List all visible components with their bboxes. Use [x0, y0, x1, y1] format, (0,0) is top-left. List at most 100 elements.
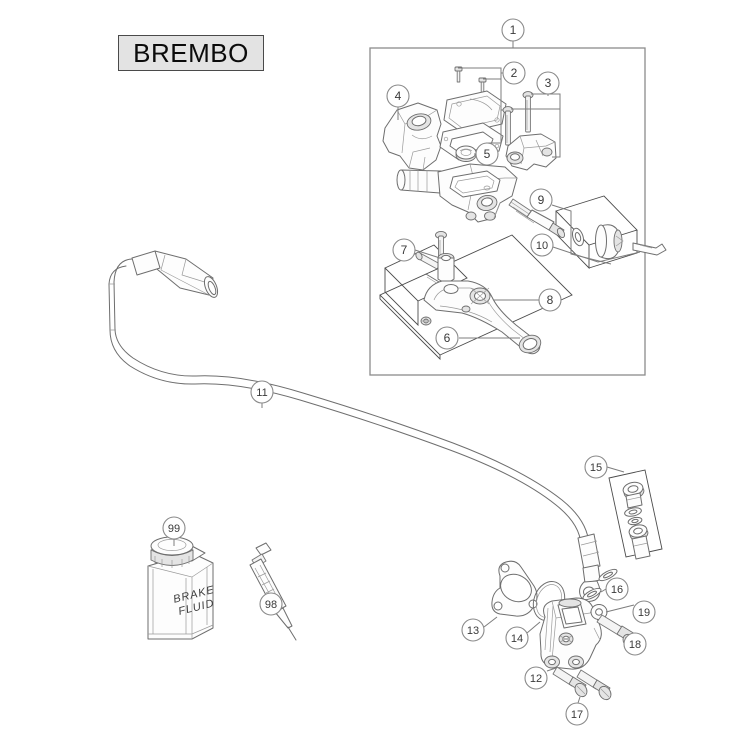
mount-bolt-a [552, 666, 588, 698]
callout-label-19: 19 [638, 607, 650, 619]
callout-10[interactable]: 10 [530, 233, 554, 257]
reservoir-cover [443, 90, 507, 134]
callout-11[interactable]: 11 [250, 380, 274, 404]
callout-6[interactable]: 6 [435, 326, 459, 350]
callout-circle-12[interactable] [524, 666, 548, 690]
handlebar-clamp [505, 133, 557, 171]
callout-label-17: 17 [571, 709, 583, 721]
callout-label-2: 2 [511, 66, 518, 80]
callout-1[interactable]: 1 [501, 18, 525, 42]
banjo-bolt-kit [608, 469, 663, 560]
callout-circle-18[interactable] [623, 632, 647, 656]
callout-3[interactable]: 3 [536, 71, 560, 95]
callout-99[interactable]: 99 [162, 516, 186, 540]
callout-circle-99[interactable] [162, 516, 186, 540]
callout-12[interactable]: 12 [524, 666, 548, 690]
reservoir-cap [455, 145, 477, 162]
callout-circle-10[interactable] [530, 233, 554, 257]
callout-7[interactable]: 7 [392, 238, 416, 262]
callout-label-1: 1 [510, 23, 517, 37]
callout-circle-7[interactable] [392, 238, 416, 262]
lever-assembly-box [379, 234, 573, 361]
callout-4[interactable]: 4 [386, 84, 410, 108]
brake-lever [420, 280, 542, 355]
brake-caliper [539, 597, 602, 670]
callout-label-98: 98 [265, 599, 277, 611]
adjuster-pin [632, 242, 667, 256]
callout-label-11: 11 [256, 387, 267, 399]
callout-label-12: 12 [530, 673, 542, 685]
callout-15[interactable]: 15 [584, 455, 608, 479]
banjo-bolt [622, 481, 645, 509]
callout-circle-1[interactable] [501, 18, 525, 42]
cover-screw-a [454, 66, 463, 83]
callout-19[interactable]: 19 [632, 600, 656, 624]
callout-circle-11[interactable] [250, 380, 274, 404]
callout-13[interactable]: 13 [461, 618, 485, 642]
callout-circle-98[interactable] [259, 592, 283, 616]
lever-repair-kit [415, 251, 445, 288]
leader-12 [546, 667, 557, 672]
lever-bushing [437, 252, 455, 283]
callout-circle-9[interactable] [529, 188, 553, 212]
callout-circle-3[interactable] [536, 71, 560, 95]
callout-circle-13[interactable] [461, 618, 485, 642]
brake-fluid-bottle: BRAKE FLUID [147, 536, 216, 640]
callout-5[interactable]: 5 [475, 142, 499, 166]
callout-circle-15[interactable] [584, 455, 608, 479]
callout-circle-6[interactable] [435, 326, 459, 350]
callout-circle-16[interactable] [605, 577, 629, 601]
callout-circle-14[interactable] [505, 626, 529, 650]
reservoir-cover-screws [439, 66, 508, 161]
hand-brake-assembly-box [369, 47, 646, 376]
callout-label-15: 15 [590, 462, 602, 474]
callout-circle-4[interactable] [386, 84, 410, 108]
brake-line-upper-fitting [131, 250, 219, 298]
callout-circle-8[interactable] [538, 288, 562, 312]
callout-label-99: 99 [168, 523, 180, 535]
leader-14 [526, 621, 541, 634]
callout-18[interactable]: 18 [623, 632, 647, 656]
callout-label-8: 8 [547, 293, 554, 307]
leader-13 [483, 616, 498, 628]
callout-label-4: 4 [395, 89, 402, 103]
caliper-mount-bolts [552, 666, 612, 701]
brembo-logo-text: BREMBO [133, 37, 249, 68]
clamp-bolt-short [502, 106, 514, 146]
callout-14[interactable]: 14 [505, 626, 529, 650]
callout-9[interactable]: 9 [529, 188, 553, 212]
brake-line [108, 250, 601, 602]
callout-8[interactable]: 8 [538, 288, 562, 312]
callout-circle-5[interactable] [475, 142, 499, 166]
leader-15 [606, 466, 625, 473]
cover-screw-b [478, 77, 487, 94]
callout-circle-2[interactable] [502, 61, 526, 85]
callout-17[interactable]: 17 [565, 702, 589, 726]
callout-circle-17[interactable] [565, 702, 589, 726]
handlebar-clamp-bolts [502, 90, 561, 171]
kit-washer-b [627, 516, 643, 526]
syringe [249, 542, 297, 641]
brembo-logo: BREMBO [118, 35, 264, 71]
adjuster-washer [571, 227, 585, 247]
callout-label-18: 18 [629, 639, 641, 651]
kit-washer-a [624, 507, 642, 517]
caliper-gasket-plate [491, 560, 538, 617]
adjuster-screw [508, 198, 566, 239]
leader-10 [552, 246, 641, 263]
callout-circle-19[interactable] [632, 600, 656, 624]
leader-16 [600, 588, 607, 593]
callout-label-6: 6 [444, 331, 451, 345]
callout-label-5: 5 [484, 147, 491, 161]
callout-98[interactable]: 98 [259, 592, 283, 616]
callout-label-3: 3 [545, 76, 552, 90]
callout-16[interactable]: 16 [605, 577, 629, 601]
mount-bolt-b [576, 669, 612, 701]
banjo-fitting [628, 524, 651, 560]
callout-label-14: 14 [511, 633, 523, 645]
leader-9 [551, 204, 612, 265]
callout-2[interactable]: 2 [502, 61, 526, 85]
